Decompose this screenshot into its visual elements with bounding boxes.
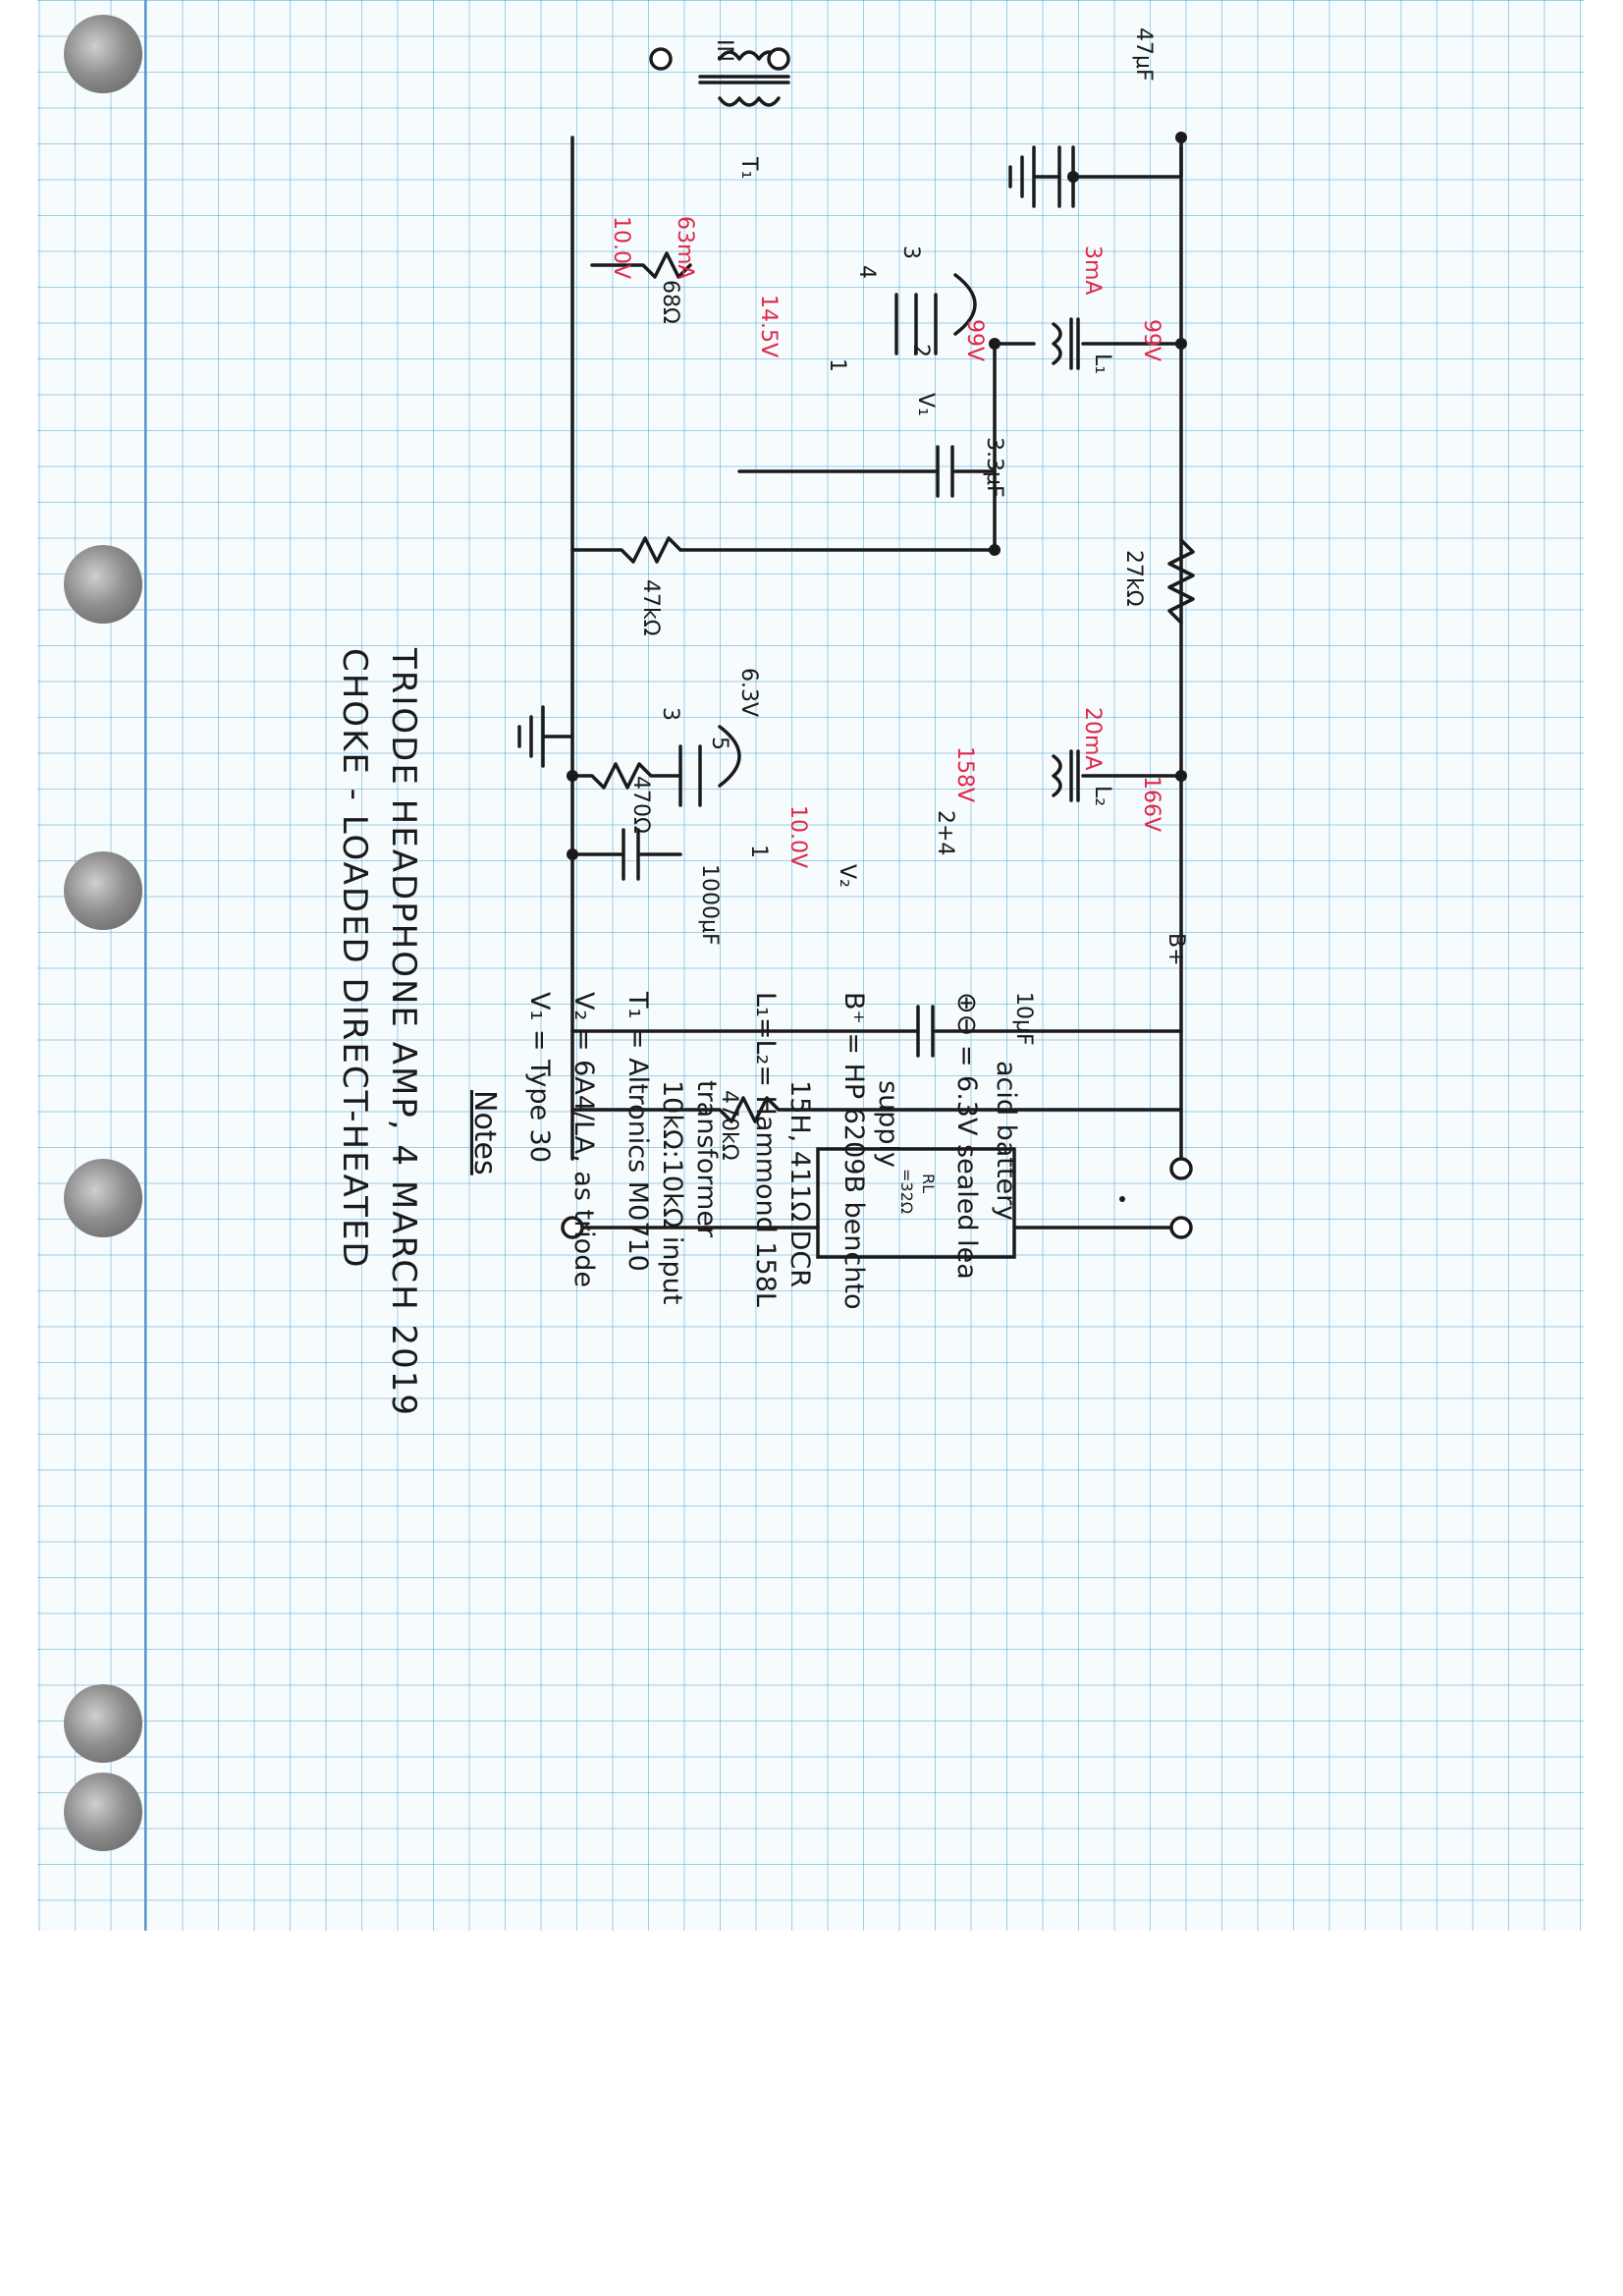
choke-l2-leads [1069, 749, 1183, 802]
transformer-t1 [698, 50, 790, 107]
notes-header: Notes [467, 1090, 502, 1175]
voltage-99v-top: 99V [1139, 319, 1163, 362]
coupling-cap [737, 445, 997, 498]
title-line-1: CHOKE - LOADED DIRECT-HEATED [335, 648, 374, 1270]
grid-wire [570, 536, 997, 564]
note-bplus-line2: supply [873, 1080, 903, 1168]
cap-1000uf [570, 828, 682, 881]
note-t1-line1: T₁ = Altronics M0710 [622, 992, 653, 1272]
ground-symbol-1 [1008, 145, 1061, 208]
note-l1-l2-line1: L₁=L₂= Hammond 158L [750, 992, 781, 1307]
choke-l2-coil [1052, 754, 1062, 797]
label-input: IN [712, 39, 736, 62]
note-t1-line2: 10kΩ:10kΩ input [657, 1080, 687, 1305]
pin-t1-3: 3 [898, 246, 923, 259]
note-t1-line3: transformer [691, 1080, 722, 1238]
note-battery-line2: acid battery [991, 1061, 1021, 1222]
label-v1: V₁ [913, 393, 938, 416]
current-63ma: 63mA [673, 216, 697, 280]
punch-hole-2 [64, 545, 142, 624]
v1-tube [894, 273, 977, 355]
resistor-470 [570, 762, 682, 790]
pin-v2-1: 1 [746, 845, 771, 858]
title-line-2: TRIODE HEADPHONE AMP, 4 MARCH 2019 [384, 648, 423, 1418]
note-v1: V₁ = Type 30 [524, 992, 555, 1164]
label-r-27k: 27kΩ [1121, 550, 1146, 607]
label-v2: V₂ [835, 864, 859, 888]
graph-paper-sheet: CHOKE - LOADED DIRECT-HEATED TRIODE HEAD… [37, 0, 1584, 1931]
voltage-10v-v1: 10.0V [609, 216, 633, 280]
current-3ma: 3mA [1080, 246, 1105, 296]
cap-47uf-wires [1057, 145, 1183, 208]
output-cap-10uf [570, 1005, 1183, 1058]
output-terminal-minus [561, 1216, 584, 1239]
resistor-27k [1167, 538, 1195, 625]
punch-hole-6 [64, 1773, 142, 1851]
label-r-68: 68Ω [658, 280, 682, 324]
punch-hole-5 [64, 1684, 142, 1763]
choke-l1-coil [1052, 322, 1062, 365]
pin-v2-3: 3 [658, 707, 682, 721]
label-c-10uf: 10μF [1011, 992, 1036, 1046]
resistor-68 [590, 251, 692, 279]
voltage-166v: 166V [1139, 776, 1163, 833]
label-l1: L₁ [1090, 354, 1114, 375]
ground-symbol-2 [517, 705, 574, 768]
punch-hole-3 [64, 851, 142, 930]
pin-v2-2-4: 2+4 [933, 810, 957, 856]
voltage-99v-plate: 99V [962, 319, 987, 362]
label-r-470: 470Ω [628, 776, 653, 834]
punch-hole-1 [64, 15, 142, 93]
pin-v1-2: 2 [908, 344, 933, 357]
grid-paper [37, 0, 1584, 1931]
pin-v2-5: 5 [707, 737, 731, 750]
bplus-terminal [1169, 1157, 1193, 1180]
voltage-158v: 158V [952, 746, 977, 803]
output-terminal-plus [1169, 1216, 1193, 1239]
pin-t1-4: 4 [854, 265, 879, 279]
label-t1: T₁ [736, 157, 761, 180]
label-battery-6-3v: 6.3V [736, 668, 761, 718]
label-l2: L₂ [1090, 786, 1114, 807]
ink-dot [1119, 1196, 1125, 1202]
choke-l1-leads [1069, 317, 1183, 370]
note-v2: V₂ = 6A4/LA, as triode [568, 992, 599, 1287]
label-bplus: B+ [1163, 933, 1188, 966]
voltage-10v-v2: 10.0V [785, 805, 810, 869]
resistor-470k [570, 1096, 1183, 1123]
label-c-1000uf: 1000μF [697, 864, 722, 946]
note-battery-line1: ⊕⊖ = 6.3V sealed lea [951, 992, 982, 1280]
schematic-rotated: CHOKE - LOADED DIRECT-HEATED TRIODE HEAD… [335, 27, 1195, 1418]
label-c-3-3uf: 3.3μF [982, 437, 1006, 498]
voltage-14-5v: 14.5V [756, 295, 781, 358]
label-r-47k: 47kΩ [638, 579, 663, 636]
load-rl-box [816, 1147, 1016, 1259]
input-terminal-1 [649, 47, 673, 71]
current-20ma: 20mA [1080, 707, 1105, 771]
schematic-drawing [517, 47, 1195, 1259]
note-l1-l2-line2: 15H, 411Ω DCR [784, 1080, 815, 1287]
input-terminal-2 [767, 47, 790, 71]
label-rl-value: =32Ω [897, 1169, 916, 1214]
pin-v1-1: 1 [825, 358, 849, 372]
note-bplus-line1: B⁺ = HP 6209B benchto [839, 992, 869, 1310]
punch-hole-4 [64, 1159, 142, 1237]
margin-line [144, 0, 146, 1931]
label-rl: RL [919, 1174, 938, 1194]
label-cap-47uf: 47μF [1131, 27, 1156, 82]
